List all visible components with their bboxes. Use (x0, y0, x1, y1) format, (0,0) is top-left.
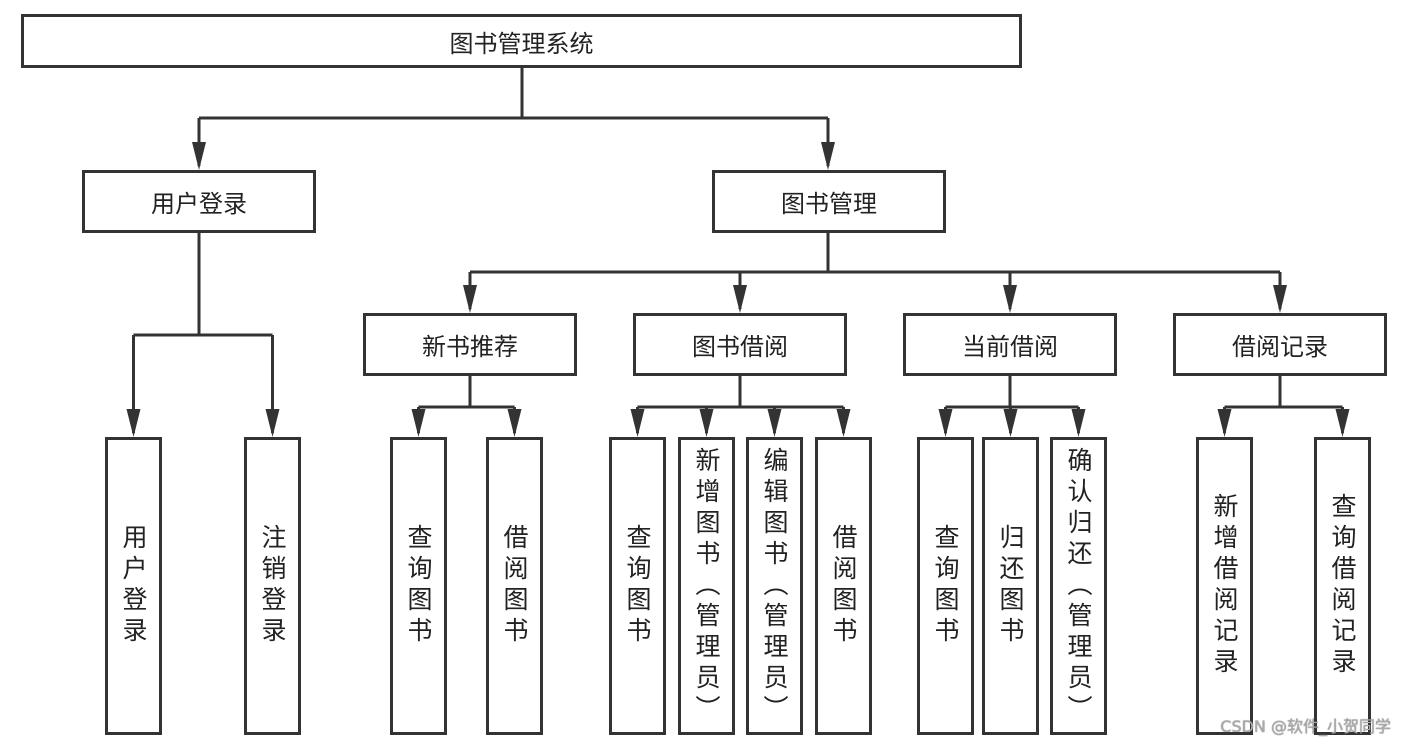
node-label: 确认归还（管理员） (1064, 446, 1093, 726)
module-user-login: 用户登录 (82, 170, 316, 233)
arrowhead-icon (1071, 409, 1086, 437)
arrowhead-icon (630, 409, 645, 437)
arrowhead-icon (1003, 285, 1017, 313)
node-label: 查询图书 (404, 524, 433, 648)
node-label: 借阅图书 (500, 524, 529, 648)
arrowhead-icon (821, 142, 835, 170)
arrowhead-icon (938, 409, 953, 437)
arrowhead-icon (192, 142, 206, 170)
leaf-node: 注销登录 (244, 437, 301, 735)
node-label: 借阅记录 (1232, 333, 1328, 361)
node-label: 新增借阅记录 (1210, 493, 1239, 679)
leaf-node: 查询图书 (917, 437, 974, 735)
node-label: 查询图书 (931, 524, 960, 648)
arrowhead-icon (1003, 409, 1018, 437)
node-label: 当前借阅 (962, 333, 1058, 361)
node-label: 查询借阅记录 (1328, 493, 1357, 679)
arrowhead-icon (1335, 409, 1350, 437)
node-label: 图书管理 (781, 190, 877, 218)
arrowhead-icon (836, 409, 851, 437)
node-label: 归还图书 (996, 524, 1025, 648)
arrowhead-icon (507, 409, 522, 437)
submodule-node: 借阅记录 (1173, 313, 1387, 376)
node-label: 图书借阅 (692, 333, 788, 361)
root-node: 图书管理系统 (21, 14, 1022, 68)
node-label: 图书管理系统 (449, 29, 594, 58)
leaf-node: 新增借阅记录 (1196, 437, 1253, 735)
arrowhead-icon (1217, 409, 1232, 437)
leaf-node: 编辑图书（管理员） (746, 437, 803, 735)
arrowhead-icon (733, 285, 747, 313)
leaf-node: 查询借阅记录 (1314, 437, 1371, 735)
arrowhead-icon (699, 409, 714, 437)
arrowhead-icon (1273, 285, 1287, 313)
node-label: 新增图书（管理员） (692, 446, 721, 726)
submodule-node: 当前借阅 (903, 313, 1117, 376)
arrowhead-icon (767, 409, 782, 437)
node-label: 新书推荐 (422, 333, 518, 361)
node-label: 用户登录 (151, 190, 247, 218)
leaf-node: 借阅图书 (486, 437, 543, 735)
arrowhead-icon (126, 409, 141, 437)
leaf-node: 归还图书 (982, 437, 1039, 735)
submodule-node: 图书借阅 (633, 313, 847, 376)
watermark: CSDN @软件_小贺同学 (1220, 717, 1391, 736)
leaf-node: 查询图书 (390, 437, 447, 735)
arrowhead-icon (463, 285, 477, 313)
node-label: 查询图书 (623, 524, 652, 648)
leaf-node: 确认归还（管理员） (1050, 437, 1107, 735)
leaf-node: 用户登录 (105, 437, 162, 735)
arrowhead-icon (265, 409, 280, 437)
leaf-node: 新增图书（管理员） (678, 437, 735, 735)
leaf-node: 借阅图书 (815, 437, 872, 735)
leaf-node: 查询图书 (609, 437, 666, 735)
arrowhead-icon (411, 409, 426, 437)
node-label: 借阅图书 (829, 524, 858, 648)
module-book-management: 图书管理 (712, 170, 946, 233)
node-label: 用户登录 (119, 524, 148, 648)
node-label: 注销登录 (258, 524, 287, 648)
node-label: 编辑图书（管理员） (760, 446, 789, 726)
submodule-node: 新书推荐 (363, 313, 577, 376)
